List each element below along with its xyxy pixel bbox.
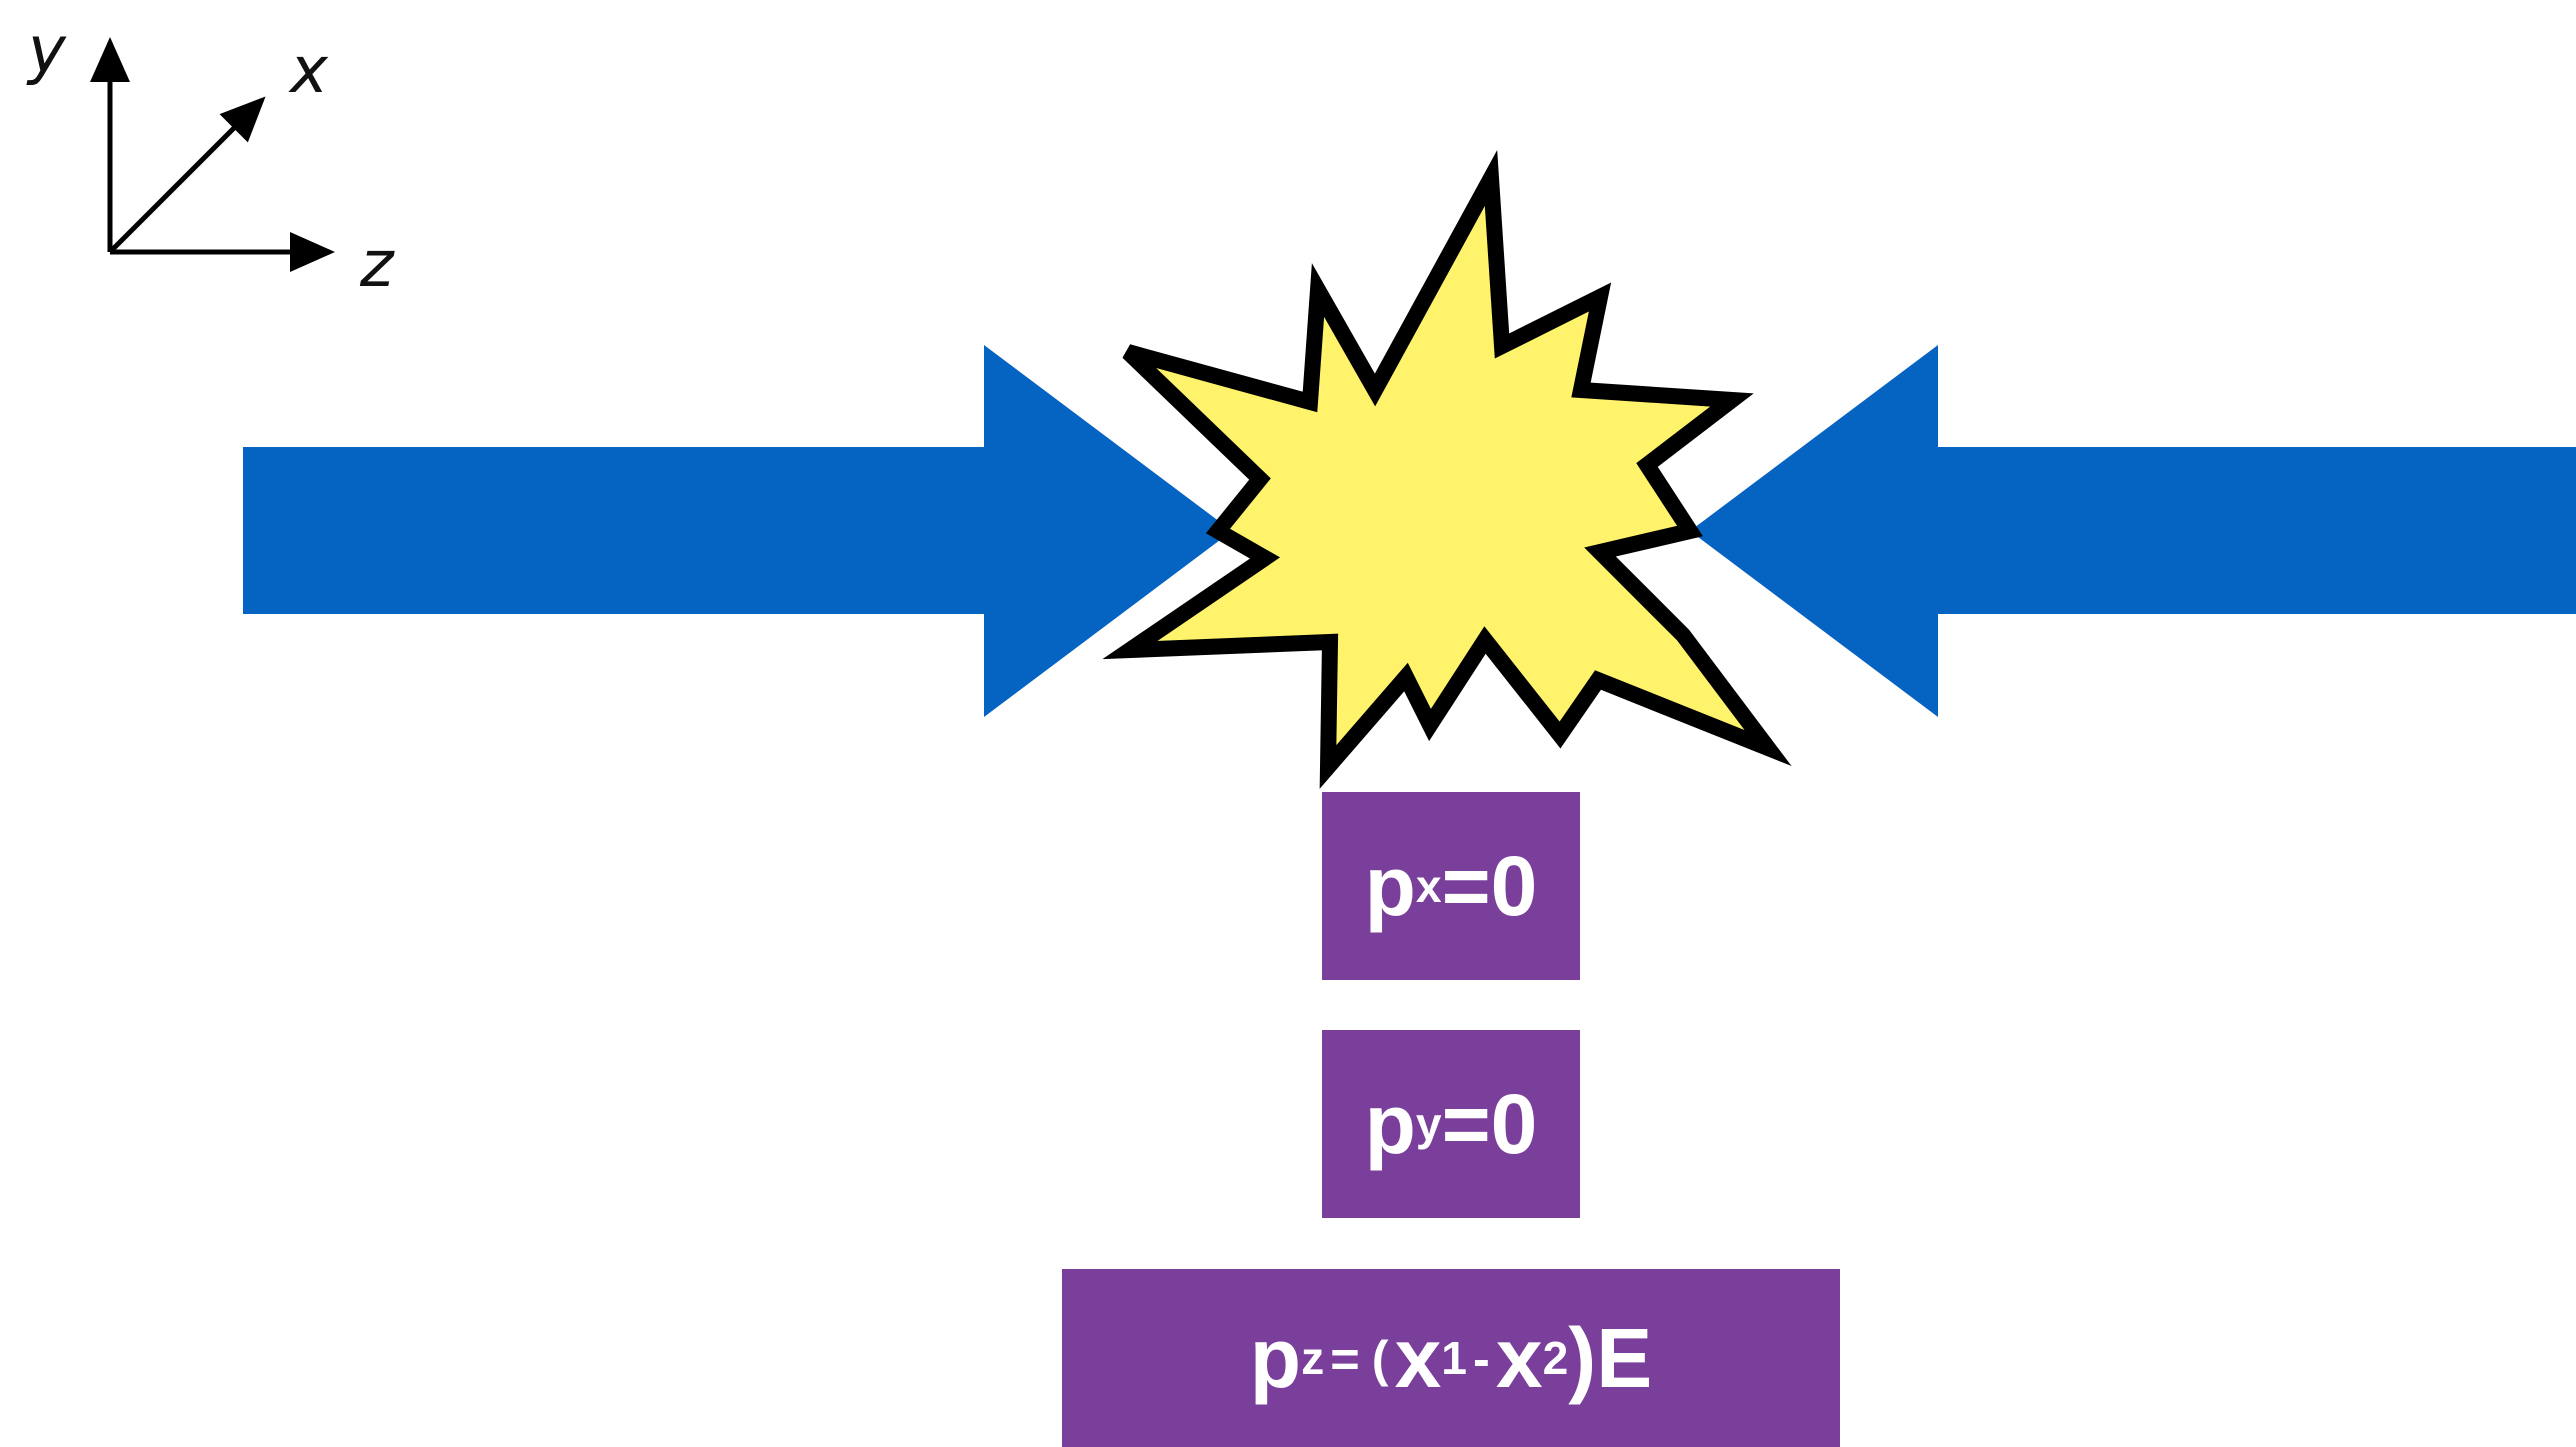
pz-x2-subscript: 2 bbox=[1543, 1331, 1569, 1385]
pz-x1: x bbox=[1395, 1310, 1442, 1407]
pz-close-energy: )E bbox=[1568, 1310, 1652, 1407]
pz-x2: x bbox=[1496, 1310, 1543, 1407]
px-value: =0 bbox=[1442, 838, 1538, 935]
x-axis-label: x bbox=[288, 34, 329, 108]
px-subscript: x bbox=[1416, 859, 1442, 913]
py-subscript: y bbox=[1416, 1097, 1442, 1151]
pz-x1-subscript: 1 bbox=[1441, 1331, 1467, 1385]
y-axis-label: y bbox=[26, 14, 67, 88]
collision-burst-icon bbox=[1128, 178, 1768, 767]
pz-minus: - bbox=[1473, 1329, 1490, 1388]
pz-symbol: p bbox=[1250, 1310, 1301, 1407]
pz-equals: = bbox=[1330, 1329, 1359, 1388]
pz-subscript: z bbox=[1301, 1331, 1324, 1385]
z-axis-label: z bbox=[359, 228, 395, 302]
left-beam-arrow bbox=[243, 345, 1232, 717]
py-symbol: p bbox=[1365, 1076, 1416, 1173]
py-value: =0 bbox=[1442, 1076, 1538, 1173]
coordinate-axes: y x z bbox=[26, 14, 395, 302]
x-axis-line bbox=[110, 100, 262, 252]
px-symbol: p bbox=[1365, 838, 1416, 935]
pz-open-paren: ( bbox=[1372, 1329, 1389, 1388]
right-beam-arrow bbox=[1690, 345, 2576, 717]
